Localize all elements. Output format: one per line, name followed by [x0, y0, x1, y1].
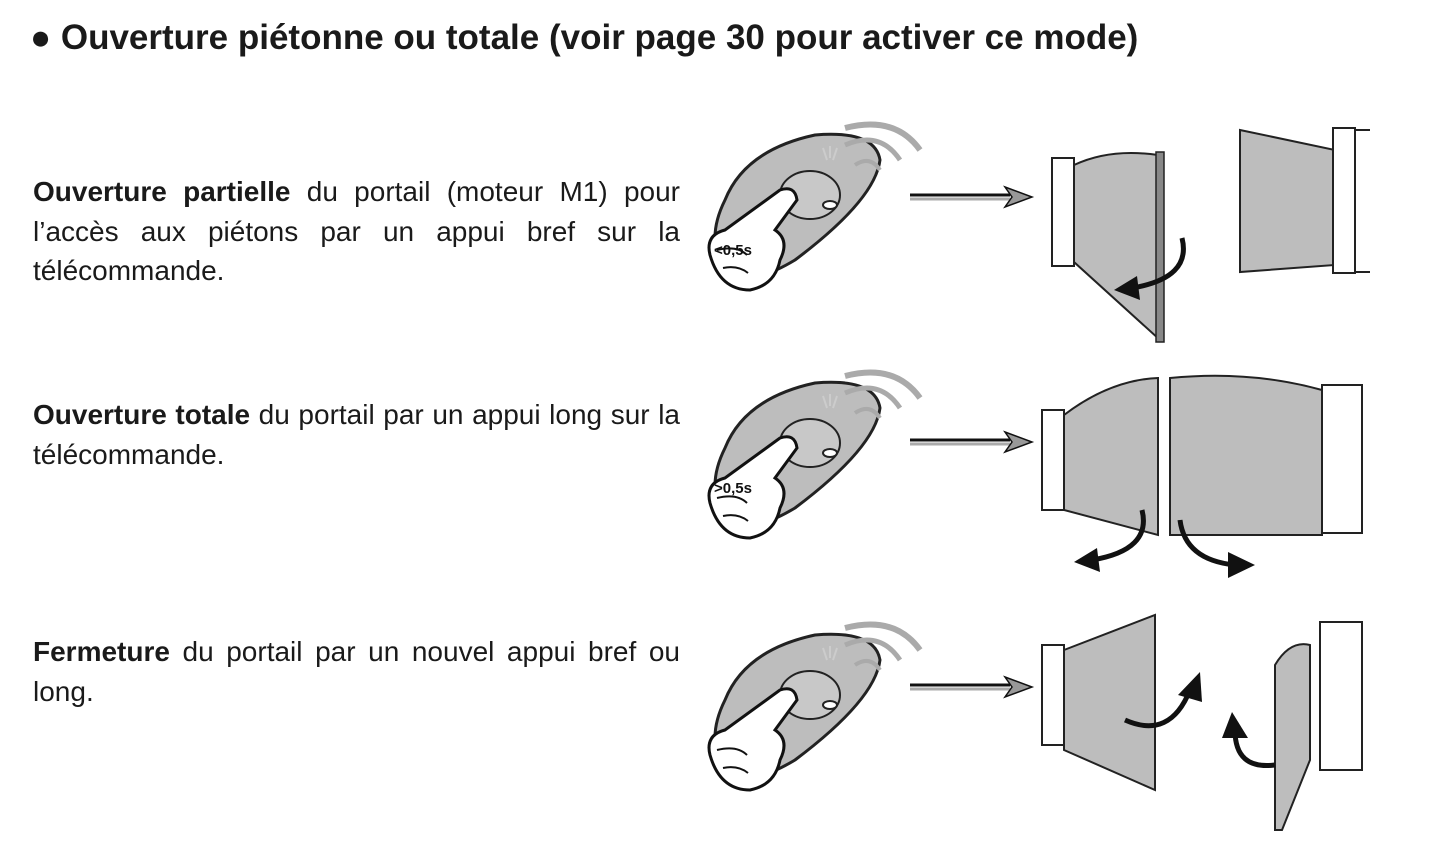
- remote-long-press-icon: >0,5s: [709, 372, 920, 538]
- remote-short-press-icon: <0,5s: [709, 124, 920, 290]
- section-text: du portail par un nouvel appui bref ou l…: [33, 636, 680, 707]
- remote-press-icon: [709, 624, 920, 790]
- press-duration-label: >0,5s: [714, 480, 752, 497]
- gate-partial-open-icon: [1051, 127, 1370, 343]
- arrow-icon: [908, 430, 1034, 454]
- section-heading: Ouverture partielle: [33, 176, 291, 207]
- page-title: ● Ouverture piétonne ou totale (voir pag…: [30, 18, 1139, 57]
- section-heading: Fermeture: [33, 636, 170, 667]
- press-duration-label: <0,5s: [714, 242, 752, 259]
- section-heading: Ouverture totale: [33, 399, 251, 430]
- arrow-icon: [908, 185, 1034, 209]
- section-text: du portail par un appui long sur la télé…: [33, 399, 680, 470]
- section-total-opening: Ouverture totale du portail par un appui…: [33, 395, 680, 474]
- section-partial-opening: Ouverture partielle du portail (moteur M…: [33, 172, 680, 291]
- section-closing: Fermeture du portail par un nouvel appui…: [33, 632, 680, 711]
- arrow-icon: [908, 675, 1034, 699]
- section-text: du portail (moteur M1) pour l’accès aux …: [33, 176, 680, 286]
- gate-total-open-icon: [1041, 374, 1363, 578]
- gate-closing-icon: [1041, 613, 1363, 831]
